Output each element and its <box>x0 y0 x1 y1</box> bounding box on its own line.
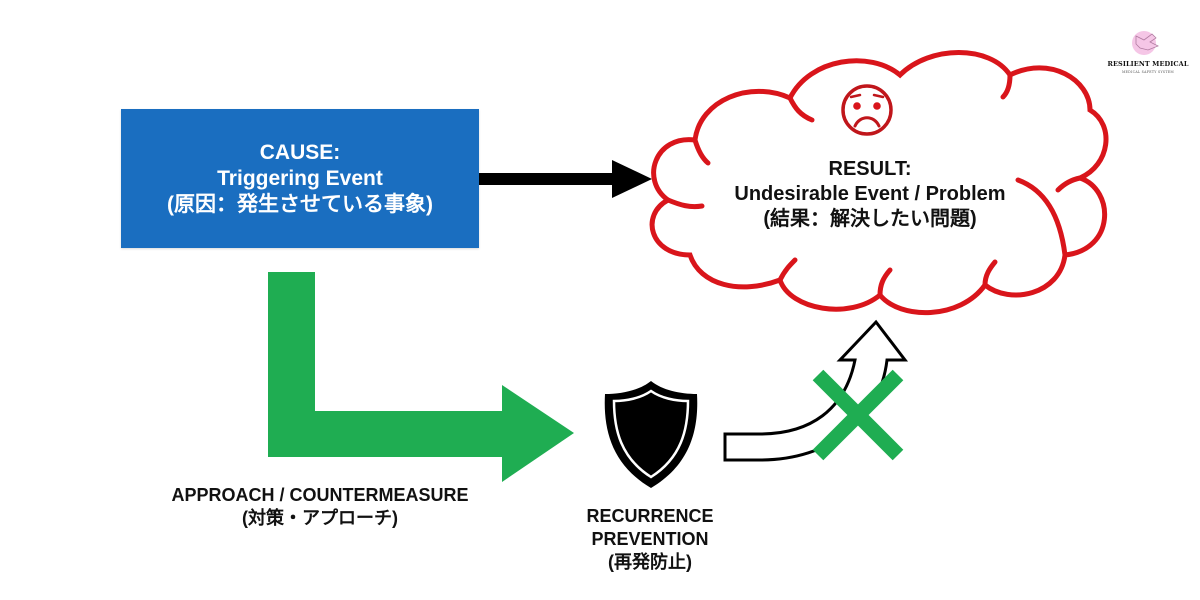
cause-box: CAUSE: Triggering Event (原因：発生させている事象) <box>121 109 479 248</box>
approach-japanese: (対策・アプローチ) <box>242 508 398 528</box>
curved-arrow-icon <box>723 319 909 462</box>
x-mark-icon <box>812 369 904 461</box>
prevention-japanese: (再発防止) <box>608 552 692 572</box>
right-arrow-icon <box>479 160 652 198</box>
approach-arrow-icon <box>268 272 574 482</box>
brand-logo: RESILIENT MEDICAL MEDICAL SAFETY SYSTEM <box>1100 26 1196 82</box>
prevention-label: RECURRENCE PREVENTION (再発防止) <box>560 505 740 574</box>
logo-subtitle: MEDICAL SAFETY SYSTEM <box>1121 70 1175 74</box>
prevention-line2: PREVENTION <box>591 529 709 549</box>
shield-icon <box>604 381 698 488</box>
prevention-line1: RECURRENCE <box>586 506 714 526</box>
approach-label: APPROACH / COUNTERMEASURE (対策・アプローチ) <box>140 484 500 530</box>
dove-icon <box>1132 31 1159 55</box>
sad-face-icon <box>841 84 893 136</box>
result-subtitle: Undesirable Event / Problem <box>734 183 1006 205</box>
result-japanese: (結果：解決したい問題) <box>763 208 977 230</box>
result-title: RESULT: <box>828 158 912 180</box>
cause-subtitle: Triggering Event <box>217 166 383 190</box>
result-cloud <box>649 50 1109 316</box>
result-label: RESULT: Undesirable Event / Problem (結果：… <box>700 157 1040 232</box>
cause-title: CAUSE: <box>259 140 341 164</box>
approach-title: APPROACH / COUNTERMEASURE <box>171 485 469 505</box>
cause-japanese: (原因：発生させている事象) <box>167 192 433 216</box>
logo-title: RESILIENT MEDICAL <box>1107 60 1189 68</box>
